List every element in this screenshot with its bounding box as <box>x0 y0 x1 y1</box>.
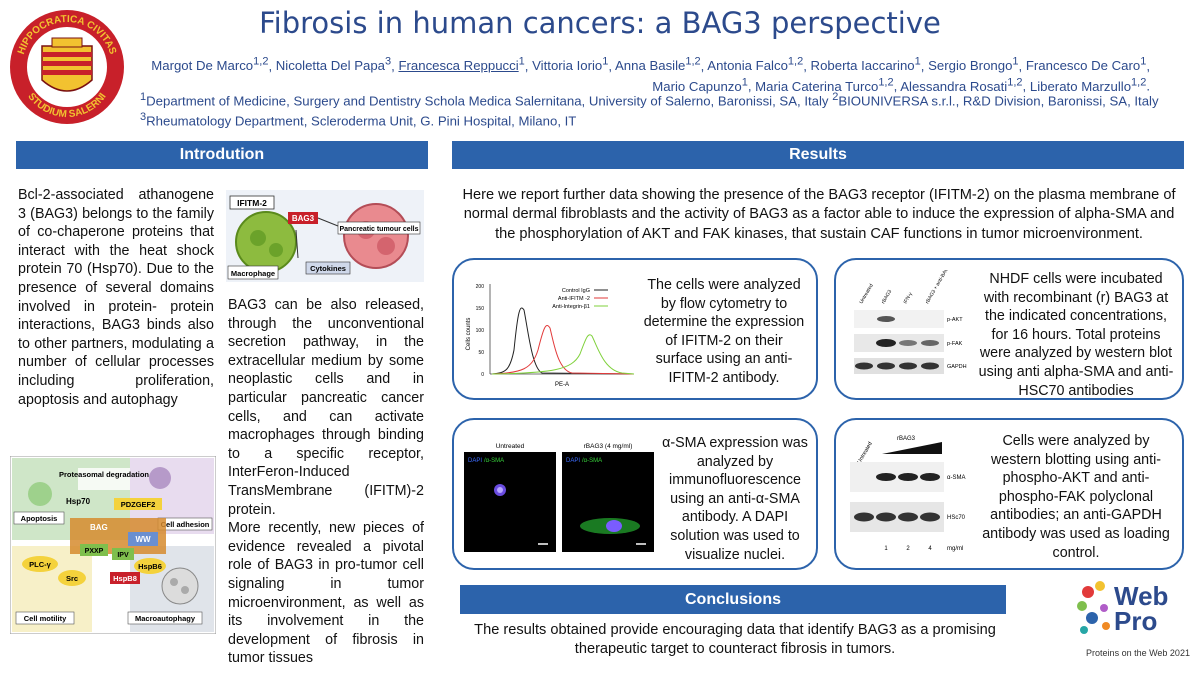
fig2-pdzgef2: PDZGEF2 <box>121 500 156 509</box>
if-right-dapi: DAPI <box>566 458 580 464</box>
fig1-label-bag3: BAG3 <box>292 214 315 223</box>
introduction-header: Introdution <box>16 141 428 169</box>
affiliation-line-1: 1Department of Medicine, Surgery and Den… <box>140 91 1159 109</box>
flow-legend-1: Anti-IFITM -2 <box>558 296 590 302</box>
flow-legend-2: Anti-Integrin-β1 <box>552 304 590 310</box>
affiliations: 1Department of Medicine, Surgery and Den… <box>140 89 1190 130</box>
bag3-macrophage-figure: IFITM-2 BAG3 Pancreatic tumour cells Mac… <box>226 190 424 282</box>
fig2-proteasomal: Proteasomal degradation <box>59 470 149 479</box>
wb2-conc-1: 2 <box>906 546 910 552</box>
box2-text: NHDF cells were incubated with recombina… <box>978 271 1174 399</box>
webpro-logo <box>1077 581 1110 634</box>
fig2-hspb8: HspB8 <box>113 574 137 583</box>
flow-ylabel: Cells counts <box>466 318 472 351</box>
wb2-conc-2: 4 <box>928 546 932 552</box>
if-left-dapi: DAPI <box>468 458 482 464</box>
bag3-interactions-figure: Proteasomal degradation Hsp70 PDZGEF2 Ap… <box>10 456 216 634</box>
fig1-label-tumour: Pancreatic tumour cells <box>340 226 419 233</box>
fig2-ipv: IPV <box>117 552 129 559</box>
flow-ytick-2: 100 <box>476 328 485 334</box>
affiliation-line-2: 3Rheumatology Department, Scleroderma Un… <box>140 111 577 129</box>
author-name: Roberta Iaccarino1 <box>810 56 921 74</box>
author-name: Liberato Marzullo1,2 <box>1029 76 1147 94</box>
wb1-lane-3: rBAG3 + anti-BAG3 mAb <box>925 270 958 305</box>
fig2-hsp70: Hsp70 <box>66 497 91 506</box>
wb1-lane-0: Untreated <box>859 283 875 305</box>
fig2-hspb6: HspB6 <box>138 562 162 571</box>
immunofluorescence-images: Untreated rBAG3 (4 mg/ml) DAPI /α-SMA DA… <box>464 443 654 552</box>
if-right-sma: /α-SMA <box>582 458 602 464</box>
fig2-cell-motility: Cell motility <box>24 614 67 623</box>
author-name: Vittoria Iorio1 <box>532 56 609 74</box>
results-intro: Here we report further data showing the … <box>462 187 1176 242</box>
fig1-label-cytokines: Cytokines <box>310 264 346 273</box>
intro-paragraph-2: BAG3 can be also released, through the u… <box>228 297 424 667</box>
fig2-cell-adhesion: Cell adhesion <box>161 520 210 529</box>
flow-ytick-1: 50 <box>478 350 484 356</box>
western-blot-akt-fak: Untreated rBAG3 IFN-γ rBAG3 + anti-BAG3 … <box>854 270 967 374</box>
author-name: Francesco De Caro1 <box>1025 56 1147 74</box>
result-box-immunofluorescence: Untreated rBAG3 (4 mg/ml) DAPI /α-SMA DA… <box>452 418 818 570</box>
wb1-lane-1: rBAG3 <box>881 289 894 305</box>
box3-text: α-SMA expression was analyzed by immunof… <box>662 435 808 563</box>
author-name: Sergio Brongo1 <box>928 56 1019 74</box>
fig1-label-ifitm: IFITM-2 <box>237 198 267 208</box>
conclusions-text: The results obtained provide encouraging… <box>474 622 996 658</box>
wb1-row-0: p-AKT <box>947 317 963 323</box>
conclusions-header: Conclusions <box>460 585 1006 614</box>
results-header: Results <box>452 141 1184 169</box>
wb2-row-0: α-SMA <box>947 475 965 481</box>
author-name: Francesca Reppucci1 <box>398 56 525 74</box>
author-name: Antonia Falco1,2 <box>707 56 804 74</box>
author-name: Alessandra Rosati1,2 <box>900 76 1023 94</box>
result-box-western-blot-sma: Untreated rBAG3 α-SMA HSc70 1 2 4 mg/ml … <box>834 418 1184 570</box>
intro-paragraph-1: Bcl-2-associated athanogene 3 (BAG3) bel… <box>18 187 214 408</box>
fig2-apoptosis: Apoptosis <box>21 514 58 523</box>
box1-text: The cells were analyzed by flow cytometr… <box>643 277 805 386</box>
wb1-lane-2: IFN-γ <box>903 291 915 305</box>
wb2-unit: mg/ml <box>947 546 963 552</box>
logo-web-text: Web <box>1114 581 1169 611</box>
logo-tagline: Proteins on the Web 2021 <box>1086 648 1190 658</box>
flow-xlabel: PE-A <box>555 382 569 388</box>
flow-ytick-4: 200 <box>476 284 485 290</box>
flow-ytick-3: 150 <box>476 306 485 312</box>
result-box-western-blot-akt-fak: Untreated rBAG3 IFN-γ rBAG3 + anti-BAG3 … <box>834 258 1184 400</box>
author-name: Mario Capunzo1 <box>652 76 748 94</box>
logo-pro-text: Pro <box>1114 606 1158 636</box>
fig2-plc: PLC-γ <box>29 560 51 569</box>
flow-legend-0: Control IgG <box>562 288 590 294</box>
fig2-pxxp: PXXP <box>85 548 104 555</box>
fig2-src: Src <box>66 574 78 583</box>
author-name: Maria Caterina Turco1,2 <box>755 76 894 94</box>
flow-cytometry-histogram: 0 50 100 150 200 Cells counts PE-A Contr… <box>462 270 638 390</box>
fig2-bag: BAG <box>90 523 108 532</box>
if-left-sma: /α-SMA <box>484 458 504 464</box>
western-blot-sma: Untreated rBAG3 α-SMA HSc70 1 2 4 mg/ml <box>850 436 966 552</box>
wb2-conc-0: 1 <box>884 546 888 552</box>
wb2-lane0: Untreated <box>857 441 874 465</box>
author-list: Margot De Marco1,2, Nicoletta Del Papa3,… <box>151 56 1150 94</box>
author-name: Margot De Marco1,2 <box>151 56 269 74</box>
wb2-row-1: HSc70 <box>947 515 966 521</box>
fig2-ww: WW <box>135 535 151 544</box>
flow-ytick-0: 0 <box>481 372 484 378</box>
box4-text: Cells were analyzed by western blotting … <box>982 433 1170 561</box>
author-name: Nicoletta Del Papa3 <box>275 56 392 74</box>
wb2-group: rBAG3 <box>897 436 916 442</box>
author-name: Anna Basile1,2 <box>614 56 701 74</box>
if-left-title: Untreated <box>496 443 525 450</box>
fig2-macroautophagy: Macroautophagy <box>135 614 196 623</box>
wb1-row-1: p-FAK <box>947 341 963 347</box>
fig1-label-macrophage: Macrophage <box>231 269 275 278</box>
poster-title: Fibrosis in human cancers: a BAG3 perspe… <box>259 6 941 40</box>
university-seal-logo: HIPPOCRATICA CIVITAS STUDIUM SALERNI <box>10 10 124 124</box>
if-right-title: rBAG3 (4 mg/ml) <box>584 443 633 450</box>
result-box-flow-cytometry: 0 50 100 150 200 Cells counts PE-A Contr… <box>452 258 818 400</box>
wb1-row-2: GAPDH <box>947 364 967 370</box>
